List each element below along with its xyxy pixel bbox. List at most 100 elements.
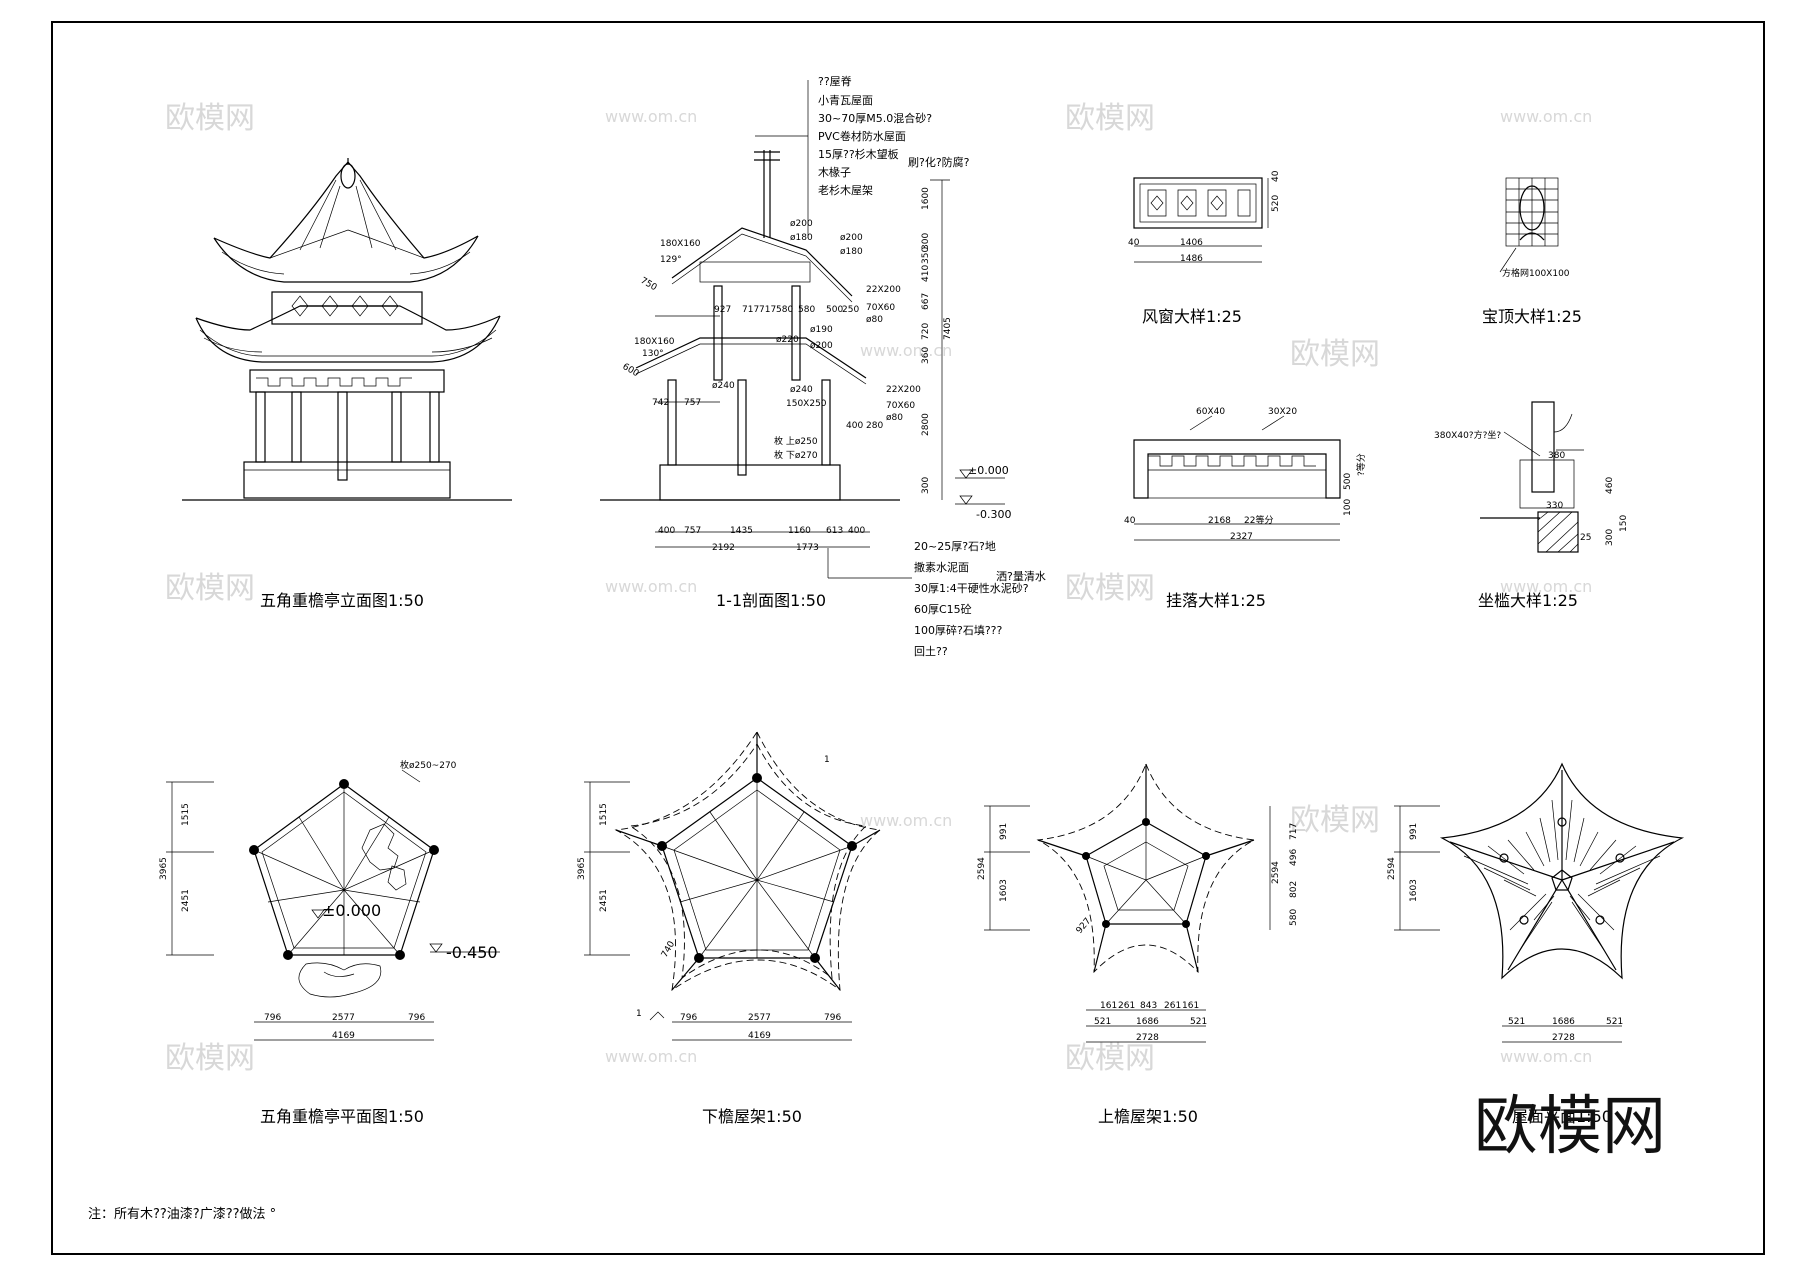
upper-roof-dim: 717 bbox=[1289, 823, 1299, 840]
watermark-logo: 欧模网 bbox=[1065, 1041, 1155, 1076]
watermark-logo: 欧模网 bbox=[165, 101, 255, 136]
title-roof-plan: 屋面平面1:50 bbox=[1512, 1107, 1612, 1126]
roof-layer: 木椽子 bbox=[818, 166, 851, 179]
section-dim: 1773 bbox=[796, 543, 819, 553]
plan-dim: 枚ø250~270 bbox=[400, 759, 457, 771]
upper-roof-dim: 1686 bbox=[1136, 1017, 1159, 1027]
lower-roof-marker: 1 bbox=[824, 755, 830, 765]
roof-layer: 30~70厚M5.0混合砂? bbox=[818, 111, 932, 125]
plan-dim: 2577 bbox=[332, 1013, 355, 1023]
section-dimensions: 1600 300 350 410 667 720 360 2800 300 74… bbox=[621, 187, 1012, 553]
section-dim: 129° bbox=[660, 255, 682, 265]
section-dim: 150X250 bbox=[786, 399, 827, 409]
elevation-drawing bbox=[182, 158, 512, 501]
roof-layer: ??屋脊 bbox=[818, 74, 852, 88]
watermark-logo: 欧模网 bbox=[1065, 571, 1155, 606]
section-dim: 1435 bbox=[730, 526, 753, 536]
plan-dim: 4169 bbox=[332, 1031, 355, 1041]
section-dim: 927 bbox=[714, 305, 731, 315]
upper-roof-dim: 580 bbox=[1289, 909, 1299, 926]
bench-dim: 300 bbox=[1605, 529, 1615, 546]
upper-roof-dim: 496 bbox=[1289, 849, 1299, 866]
watermark-logo: 欧模网 bbox=[1290, 337, 1380, 372]
bench-dim: 25 bbox=[1580, 533, 1591, 543]
watermark-logo: 欧模网 bbox=[165, 571, 255, 606]
section-dim: 枚 上ø250 bbox=[774, 435, 818, 447]
watermark-url: www.om.cn bbox=[605, 107, 697, 126]
plan-dim: 3965 bbox=[159, 857, 169, 880]
upper-roof-dim: 2594 bbox=[977, 857, 987, 880]
lower-roof-dim: 796 bbox=[680, 1013, 697, 1023]
floor-layer: 100厚碎?石填??? bbox=[914, 623, 1003, 637]
roof-plan-drawing bbox=[1394, 762, 1685, 1043]
general-note: 注：所有木??油漆?广漆??做法 ° bbox=[88, 1206, 276, 1222]
upper-roof-dim: 521 bbox=[1094, 1017, 1111, 1027]
watermark-url: www.om.cn bbox=[860, 341, 952, 360]
roof-layer-list: ??屋脊 小青瓦屋面 30~70厚M5.0混合砂? PVC卷材防水屋面 15厚?… bbox=[818, 74, 970, 197]
section-dim: ø220 bbox=[776, 335, 799, 345]
section-dim: 1600 bbox=[921, 187, 931, 210]
upper-roof-dim: 843 bbox=[1140, 1001, 1157, 1011]
section-dim: 400 bbox=[658, 526, 675, 536]
floor-layer: 回土?? bbox=[914, 645, 948, 658]
watermark-layer: 欧模网 www.om.cn 欧模网 www.om.cn 欧模网 www.om.c… bbox=[165, 101, 1592, 1076]
roof-layer: 小青瓦屋面 bbox=[818, 94, 873, 107]
section-dim: 500 bbox=[826, 305, 843, 315]
section-dim: 400 bbox=[846, 421, 863, 431]
section-dim: 667 bbox=[921, 293, 931, 310]
bench-dimensions: 380X40?方?坐? 380 330 460 300 150 25 bbox=[1434, 429, 1629, 546]
watermark-url: www.om.cn bbox=[1500, 577, 1592, 596]
section-dim: ø180 bbox=[840, 247, 863, 257]
bench-dim: 380X40?方?坐? bbox=[1434, 429, 1501, 441]
roof-plan-dim: 991 bbox=[1409, 823, 1419, 840]
plan-dimensions: 枚ø250~270 ±0.000 -0.450 1515 2451 3965 7… bbox=[159, 759, 498, 1041]
lower-roof-marker: 1 bbox=[636, 1009, 642, 1019]
watermark-logo: 欧模网 bbox=[165, 1041, 255, 1076]
section-dim: ø240 bbox=[790, 385, 813, 395]
lower-roof-dim: 740 bbox=[660, 939, 677, 959]
floor-layer: 60厚C15砼 bbox=[914, 603, 972, 616]
brand-watermark: 欧模网 bbox=[1474, 1090, 1666, 1164]
section-dim: 350 bbox=[921, 247, 931, 264]
title-section: 1-1剖面图1:50 bbox=[716, 591, 826, 610]
floor-layer: 撒素水泥面 bbox=[914, 560, 969, 574]
section-dim: 130° bbox=[642, 349, 664, 359]
section-dim: 742 bbox=[652, 398, 669, 408]
section-dim: 300 bbox=[921, 233, 931, 250]
section-level: -0.300 bbox=[976, 508, 1011, 521]
sheet-border bbox=[51, 21, 1765, 1255]
lattice-drawing bbox=[1133, 415, 1341, 541]
title-plan: 五角重檐亭平面图1:50 bbox=[260, 1107, 424, 1126]
roof-plan-dim: 521 bbox=[1606, 1017, 1623, 1027]
lower-roof-dimensions: 1515 2451 3965 796 2577 796 4169 740 1 1 bbox=[577, 755, 841, 1041]
section-dim: 22X200 bbox=[866, 285, 901, 295]
section-dim: 757 bbox=[684, 398, 701, 408]
section-dim: 2800 bbox=[921, 413, 931, 436]
lower-roof-dim: 796 bbox=[824, 1013, 841, 1023]
roof-plan-dimensions: 991 1603 2594 521 1686 521 2728 bbox=[1387, 823, 1623, 1043]
section-drawing bbox=[600, 80, 1005, 579]
lattice-dimensions: 60X40 30X20 2168 22等分 40 2327 ?等分 500 10… bbox=[1124, 407, 1367, 542]
wind-window-drawing bbox=[1133, 177, 1269, 263]
upper-roof-dim: 2594 bbox=[1271, 861, 1281, 884]
section-dim: 720 bbox=[921, 323, 931, 340]
section-dim: ø200 bbox=[810, 341, 833, 351]
title-lower-roof: 下檐屋架1:50 bbox=[702, 1107, 802, 1126]
upper-roof-dim: 991 bbox=[999, 823, 1009, 840]
bench-dim: 330 bbox=[1546, 501, 1563, 511]
section-dim: 180X160 bbox=[660, 239, 701, 249]
section-dim: 613 bbox=[826, 526, 843, 536]
wind-window-dim: 1406 bbox=[1180, 238, 1203, 248]
section-level: ±0.000 bbox=[968, 464, 1009, 477]
section-dim: 757 bbox=[684, 526, 701, 536]
section-dim: 580 bbox=[776, 305, 793, 315]
section-dim: 400 bbox=[848, 526, 865, 536]
floor-layer: 30厚1:4干硬性水泥砂? bbox=[914, 581, 1029, 595]
lattice-dim: 2168 bbox=[1208, 516, 1231, 526]
section-dim: 360 bbox=[921, 347, 931, 364]
wind-window-dim: 1486 bbox=[1180, 254, 1203, 264]
section-dim: 280 bbox=[866, 421, 883, 431]
section-dim: 410 bbox=[921, 265, 931, 282]
lattice-dim: 22等分 bbox=[1244, 514, 1273, 526]
